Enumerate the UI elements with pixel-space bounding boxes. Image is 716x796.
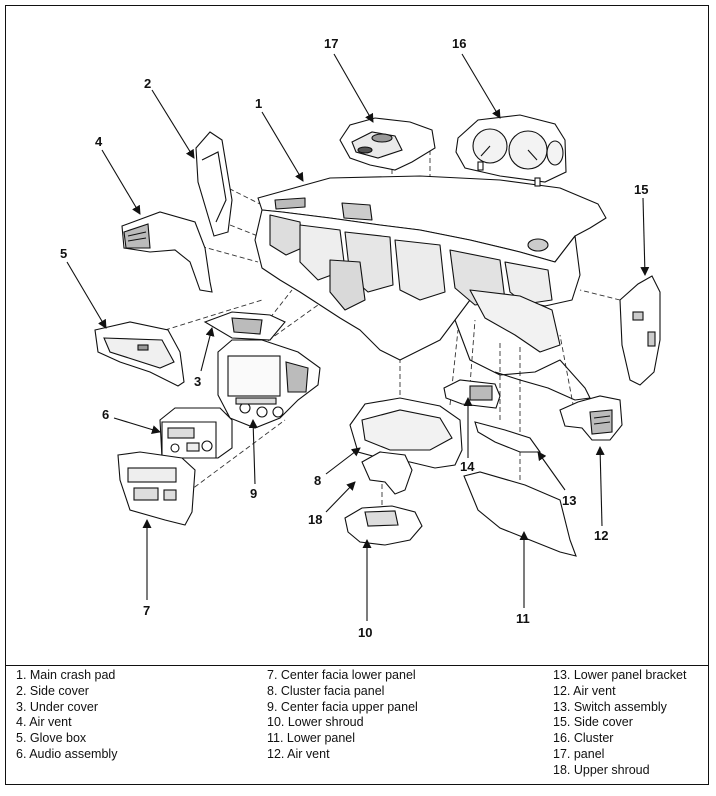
legend-column-2: 7. Center facia lower panel 8. Cluster f… [267,668,418,763]
air-vent-left [121,211,213,293]
legend-column-3: 13. Lower panel bracket 12. Air vent 13.… [553,668,686,779]
callout-18: 18 [308,512,322,527]
legend-item: 18. Upper shroud [553,762,650,777]
air-vent-right [559,395,623,441]
lower-shroud [344,505,423,546]
callout-8: 8 [314,473,321,488]
legend-item: 8. Cluster facia panel [267,683,385,698]
lower-panel [463,471,577,557]
legend-item: 3. Under cover [16,699,98,714]
legend-item: 10. Lower shroud [267,715,364,730]
callout-5: 5 [60,246,67,261]
legend-divider [6,665,708,666]
main-crash-pad [254,175,607,401]
callout-7: 7 [143,603,150,618]
callout-6: 6 [102,407,109,422]
callout-2: 2 [144,76,151,91]
legend-item: 17. panel [553,746,605,761]
legend-item: 6. Audio assembly [16,746,118,761]
callout-14: 14 [460,459,475,474]
legend-item: 11. Lower panel [267,731,356,746]
center-facia-lower-panel [117,451,196,526]
legend-item: 12. Air vent [553,683,616,698]
diagram-frame [5,5,709,785]
glove-box [94,321,185,387]
callout-3: 3 [194,374,201,389]
callout-1: 1 [255,96,262,111]
exploded-parts-diagram: 1 2 3 4 5 6 7 8 9 10 11 12 13 14 15 16 1… [60,36,661,640]
switch-assembly [443,379,501,409]
callout-11: 11 [516,611,530,626]
side-cover-right [619,275,661,386]
callout-9: 9 [250,486,257,501]
leader-lines [66,53,650,621]
cluster-facia-panel [349,397,463,469]
legend-item: 7. Center facia lower panel [267,668,416,682]
center-facia-upper-panel [217,339,321,429]
callout-15: 15 [634,182,648,197]
legend-column-1: 1. Main crash pad 2. Side cover 3. Under… [16,668,117,763]
legend-item: 15. Side cover [553,715,633,730]
legend-item: 16. Cluster [553,731,614,746]
upper-shroud [361,451,413,495]
legend-item: 2. Side cover [16,683,89,698]
callout-labels: 1 2 3 4 5 6 7 8 9 10 11 12 13 14 15 16 1… [60,36,648,640]
legend-item: 13. Lower panel bracket [553,668,687,682]
callout-10: 10 [358,625,372,640]
cluster [455,114,567,187]
under-cover [203,311,286,341]
callout-13: 13 [562,493,576,508]
legend-item: 5. Glove box [16,731,87,746]
legend-item: 4. Air vent [16,715,72,730]
legend-item: 1. Main crash pad [16,668,116,682]
callout-16: 16 [452,36,466,51]
legend-item: 12. Air vent [267,746,330,761]
audio-assembly [159,407,233,459]
side-cover-left [195,131,233,237]
lower-panel-bracket [474,421,542,453]
legend-item: 13. Switch assembly [553,699,667,714]
cluster-panel [339,117,436,171]
legend-item: 9. Center facia upper panel [267,699,418,714]
callout-4: 4 [95,134,103,149]
callout-12: 12 [594,528,608,543]
callout-17: 17 [324,36,338,51]
